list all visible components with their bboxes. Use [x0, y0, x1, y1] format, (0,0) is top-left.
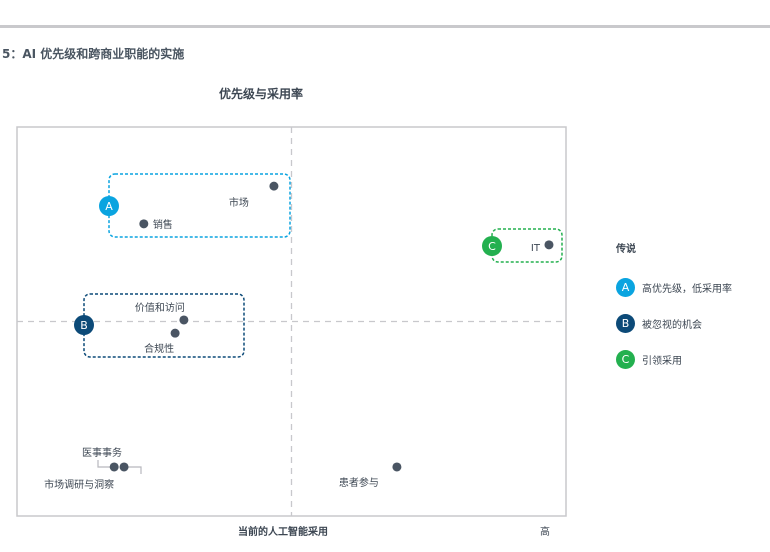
- point-label: 医事事务: [82, 446, 122, 459]
- legend-title: 传说: [616, 244, 636, 255]
- point-label: 患者参与: [339, 476, 379, 489]
- data-point: [269, 181, 279, 191]
- data-point: [139, 219, 149, 229]
- point-label: 市场: [229, 196, 249, 209]
- cluster-bracket: [97, 460, 142, 474]
- point-label: IT: [531, 243, 541, 254]
- top-divider: [0, 25, 770, 28]
- legend-label-b: 被忽视的机会: [642, 319, 702, 331]
- badge-c-icon: C: [616, 349, 635, 369]
- point-label: 市场调研与洞察: [44, 478, 114, 491]
- legend-item-c: C 引领采用: [616, 349, 732, 369]
- legend-item-b: B 被忽视的机会: [616, 313, 732, 333]
- data-point: [392, 462, 402, 472]
- point-label: 价值和访问: [135, 301, 185, 314]
- badge-a-icon: A: [616, 277, 635, 297]
- data-point: [109, 462, 119, 472]
- data-point: [170, 328, 180, 338]
- point-label: 销售: [153, 218, 173, 231]
- chart-title: 优先级与采用率: [219, 86, 303, 101]
- data-point: [119, 462, 129, 472]
- x-axis-label: 当前的人工智能采用: [238, 525, 328, 538]
- legend-label-a: 高优先级，低采用率: [642, 283, 732, 295]
- data-point: [179, 315, 189, 325]
- badge-b-icon: [74, 315, 94, 335]
- badge-letter: B: [80, 319, 88, 332]
- badge-letter: C: [488, 240, 496, 253]
- legend: 传说 A 高优先级，低采用率 B 被忽视的机会 C 引领采用: [616, 240, 732, 385]
- legend-label-c: 引领采用: [642, 355, 682, 367]
- badge-c-icon: [482, 236, 502, 256]
- x-axis-high-label: 高: [540, 525, 550, 538]
- badge-a-icon: [99, 196, 119, 216]
- figure-title: 5：AI 优先级和跨商业职能的实施: [2, 47, 185, 61]
- group-box-a: [108, 173, 291, 238]
- legend-item-a: A 高优先级，低采用率: [616, 277, 732, 297]
- badge-letter: A: [105, 200, 113, 213]
- data-point: [544, 240, 554, 250]
- badge-b-icon: B: [616, 313, 635, 333]
- point-label: 合规性: [144, 342, 174, 355]
